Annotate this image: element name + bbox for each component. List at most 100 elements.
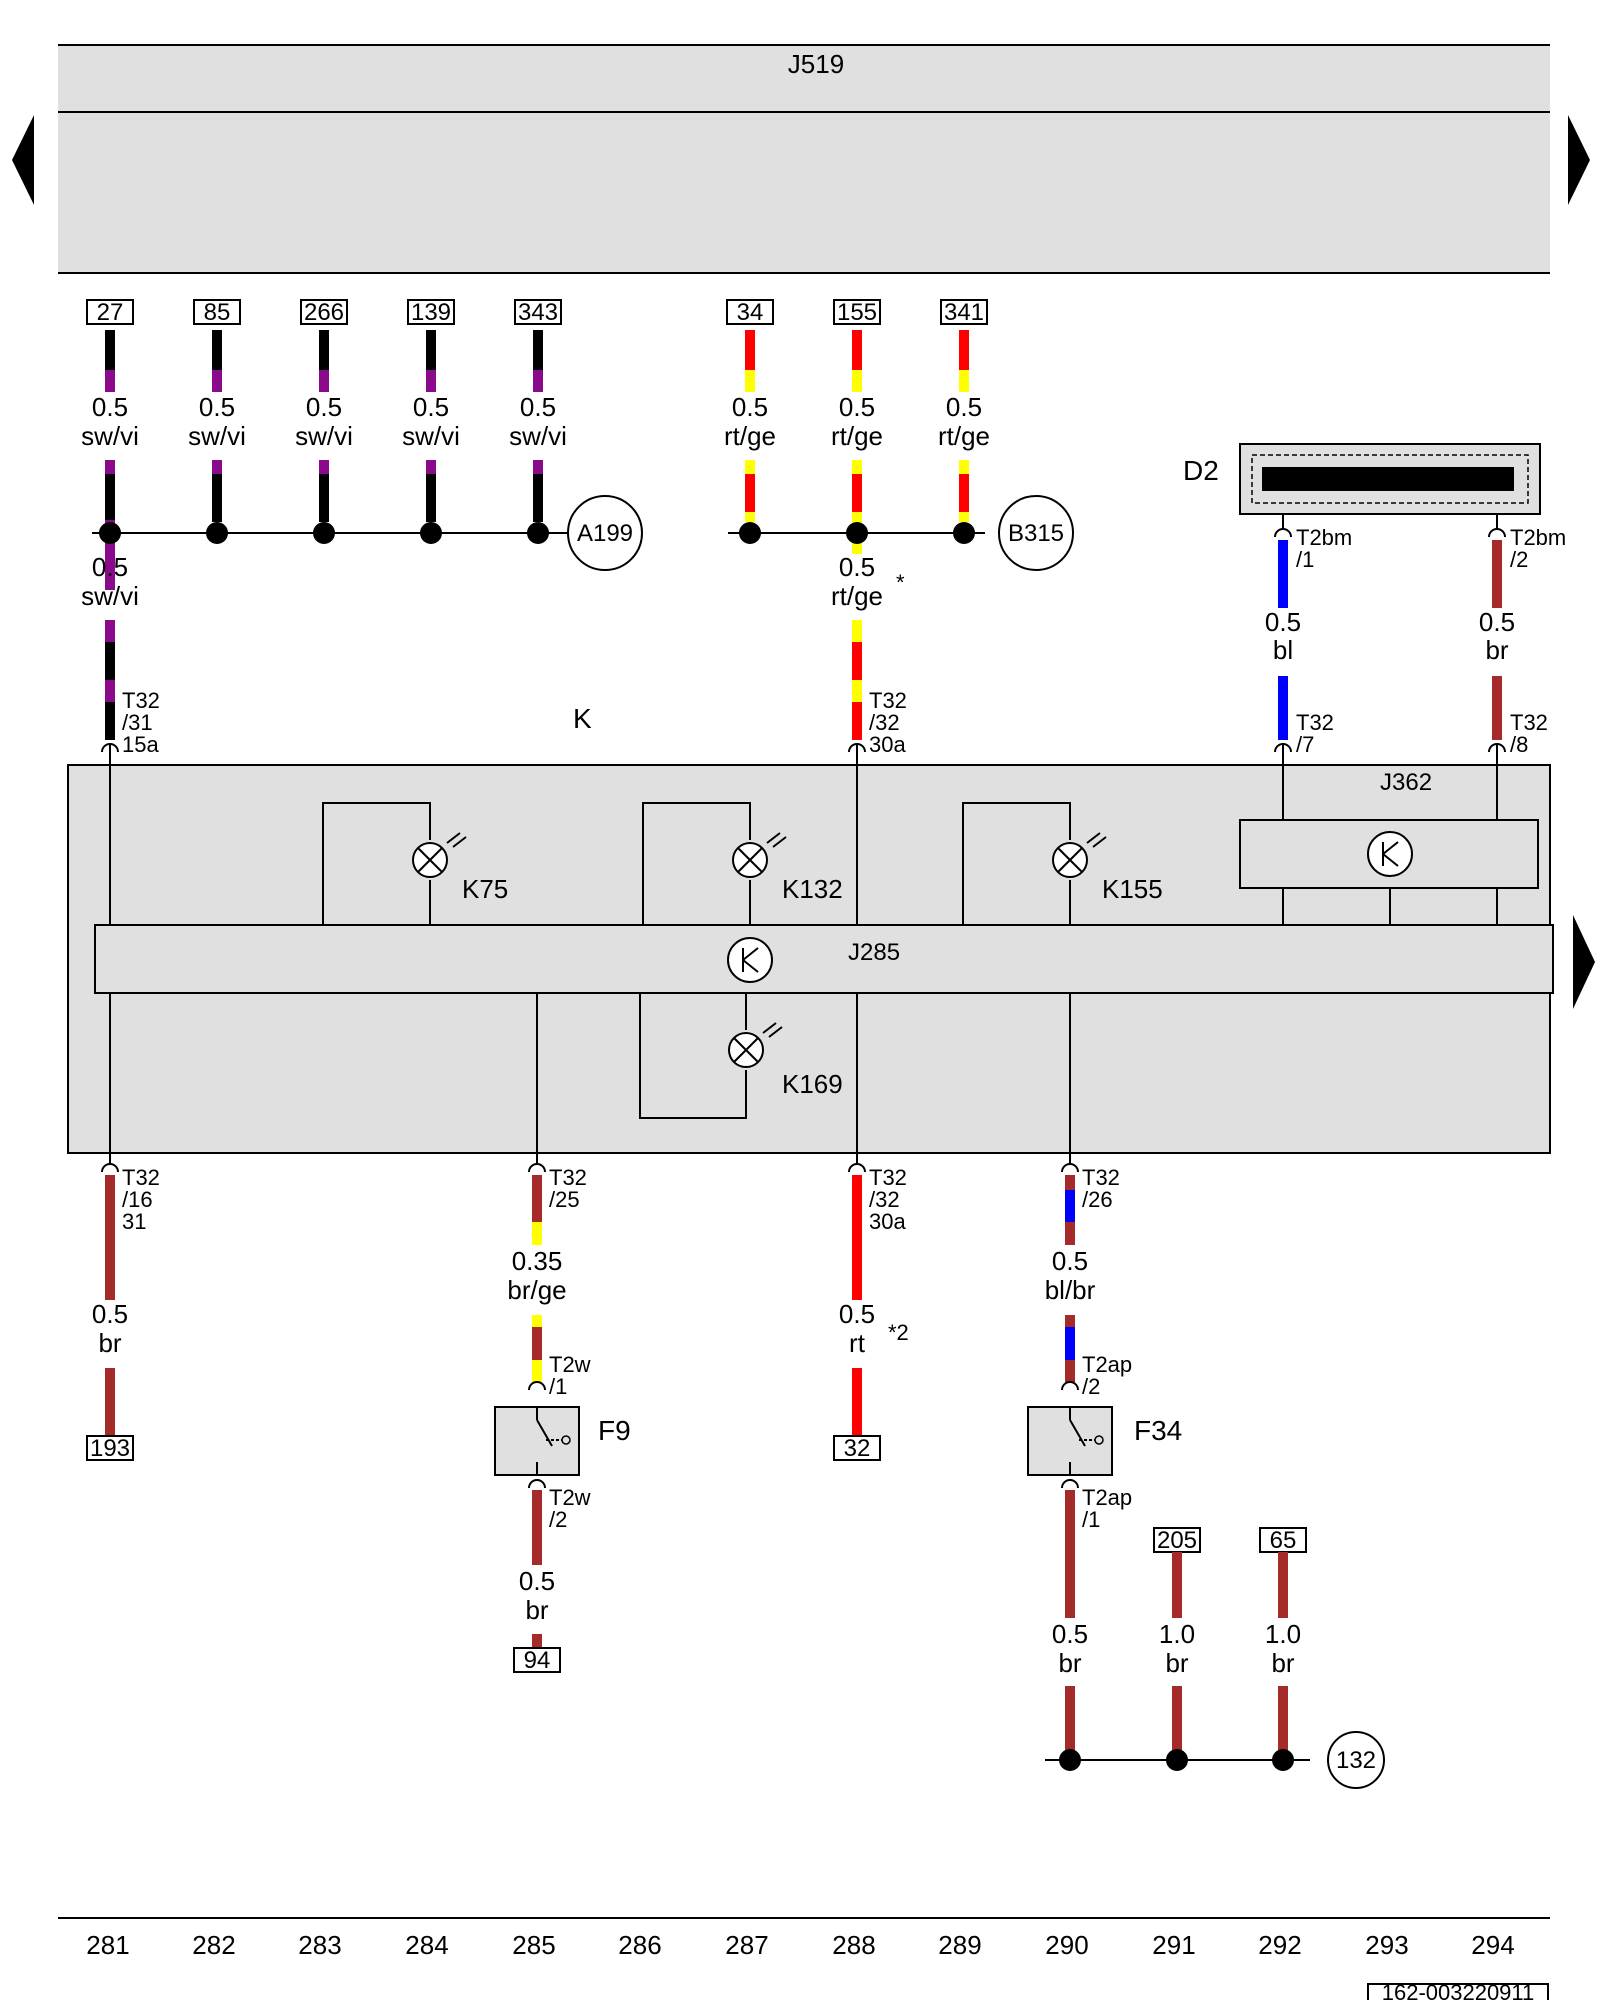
splice-node — [1059, 1749, 1081, 1771]
b315-connector[interactable] — [998, 495, 1074, 571]
wire-rt-ge-289[interactable] — [959, 330, 969, 522]
page-right-arrow[interactable] — [1568, 115, 1590, 205]
column-number: 286 — [618, 1930, 661, 1960]
wire-color: sw/vi — [402, 421, 460, 451]
splice-node — [420, 522, 442, 544]
column-numbers: 281 282 283 284 285 286 287 288 289 290 … — [86, 1930, 1514, 1960]
wire-size: 0.5 — [519, 1566, 555, 1596]
wire-br-290b[interactable] — [1065, 1490, 1075, 1760]
pin-label: T32 — [869, 1165, 907, 1190]
wire-br-291[interactable] — [1172, 1552, 1182, 1760]
splice-node — [99, 522, 121, 544]
column-number: 281 — [86, 1930, 129, 1960]
ref-343[interactable]: 343 — [518, 299, 558, 326]
wire-bl-br-290[interactable] — [1065, 1175, 1075, 1383]
ground-point-132[interactable] — [1327, 1731, 1385, 1789]
ref-27[interactable]: 27 — [97, 299, 124, 326]
ref-32[interactable]: 32 — [844, 1435, 871, 1462]
pin-label: T32 — [1296, 710, 1334, 735]
wire-bl-292[interactable] — [1278, 540, 1288, 740]
wire-sw-vi-282[interactable] — [212, 330, 222, 522]
ref-34[interactable]: 34 — [737, 299, 764, 326]
j519-module — [58, 45, 1550, 273]
wire-size: 0.5 — [1479, 607, 1515, 637]
wire-size: 0.5 — [1052, 1246, 1088, 1276]
wire-size: 0.5 — [732, 392, 768, 422]
wire-color: rt/ge — [724, 421, 776, 451]
pin-label: T32 — [1510, 710, 1548, 735]
wire-color: br — [1485, 635, 1508, 665]
wire-br-285b[interactable] — [532, 1490, 542, 1656]
column-number: 289 — [938, 1930, 981, 1960]
wire-size: 0.5 — [413, 392, 449, 422]
j362-label: J362 — [1380, 769, 1432, 796]
wire-rt-288[interactable] — [852, 1175, 862, 1440]
wire-size: 0.5 — [839, 552, 875, 582]
pin-label: T2w — [549, 1485, 591, 1510]
pin-label: /32 — [869, 1187, 900, 1212]
ref-205[interactable]: 205 — [1157, 1527, 1197, 1554]
wire-br-294[interactable] — [1492, 540, 1502, 740]
wire-size: 0.5 — [92, 392, 128, 422]
wire-size: 0.5 — [92, 552, 128, 582]
k155-label: K155 — [1102, 874, 1163, 904]
j285-module — [94, 924, 1554, 994]
ref-85[interactable]: 85 — [204, 299, 231, 326]
column-number: 293 — [1365, 1930, 1408, 1960]
splice-node — [206, 522, 228, 544]
ref-139[interactable]: 139 — [411, 299, 451, 326]
j362-transistor-icon — [1367, 831, 1413, 877]
ref-266[interactable]: 266 — [304, 299, 344, 326]
wire-sw-vi-285[interactable] — [533, 330, 543, 522]
ref-94[interactable]: 94 — [524, 1647, 551, 1674]
ref-341[interactable]: 341 — [944, 299, 984, 326]
wire-size: 0.5 — [306, 392, 342, 422]
k75-lamp-icon — [412, 832, 467, 878]
f34-switch-icon — [1069, 1407, 1104, 1475]
pin-label: /1 — [1296, 547, 1314, 572]
wire-br-ge-285[interactable] — [532, 1175, 542, 1383]
ground-132-label: 132 — [1336, 1747, 1376, 1774]
ref-193[interactable]: 193 — [90, 1435, 130, 1462]
pin-label: /1 — [1082, 1507, 1100, 1532]
wire-rt-ge-287[interactable] — [745, 330, 755, 522]
continue-right-arrow[interactable] — [1573, 915, 1595, 1009]
pin-label: /2 — [549, 1507, 567, 1532]
column-number: 290 — [1045, 1930, 1088, 1960]
pin-label: /31 — [122, 710, 153, 735]
d2-label: D2 — [1183, 455, 1219, 486]
pin-label: T32 — [869, 688, 907, 713]
pin-label: /7 — [1296, 732, 1314, 757]
f9-switch-icon — [536, 1407, 571, 1475]
footnote-star: * — [896, 570, 905, 595]
j285-transistor-icon — [727, 937, 773, 983]
wire-br-292[interactable] — [1278, 1552, 1288, 1760]
wire-color: bl — [1273, 635, 1293, 665]
wire-color: sw/vi — [295, 421, 353, 451]
ref-65[interactable]: 65 — [1270, 1527, 1297, 1554]
page-left-arrow[interactable] — [12, 115, 34, 205]
wire-size: 0.5 — [92, 1299, 128, 1329]
a199-connector[interactable] — [567, 495, 643, 571]
wire-sw-vi-281[interactable] — [105, 330, 115, 740]
sw-vi-wire-group — [92, 330, 568, 740]
splice-node — [1166, 1749, 1188, 1771]
wire-br-281[interactable] — [105, 1175, 115, 1440]
rt-ge-wire-group — [728, 330, 985, 740]
column-number: 284 — [405, 1930, 448, 1960]
wire-size: 0.5 — [1052, 1619, 1088, 1649]
pin-label: /16 — [122, 1187, 153, 1212]
pin-label: T2ap — [1082, 1485, 1132, 1510]
j519-label: J519 — [788, 49, 844, 79]
ref-155[interactable]: 155 — [837, 299, 877, 326]
wire-size: 0.5 — [199, 392, 235, 422]
pin-label: /2 — [1510, 547, 1528, 572]
wire-color: br/ge — [507, 1275, 566, 1305]
wire-color: br — [1165, 1648, 1188, 1678]
pin-label: 30a — [869, 1209, 906, 1234]
wire-size: 0.5 — [839, 392, 875, 422]
wire-sw-vi-284[interactable] — [426, 330, 436, 522]
wire-sw-vi-283[interactable] — [319, 330, 329, 522]
diagram-code: 162-003220911 — [1382, 1980, 1535, 2000]
